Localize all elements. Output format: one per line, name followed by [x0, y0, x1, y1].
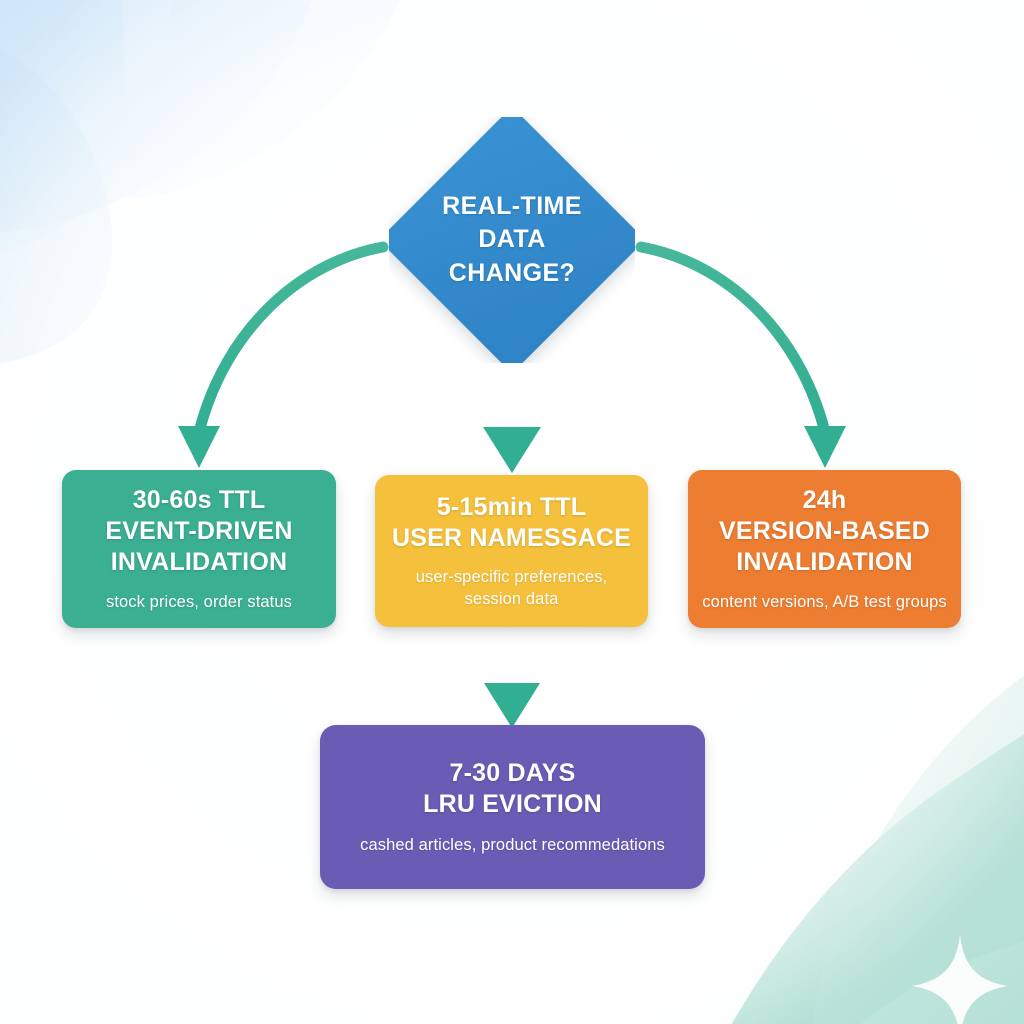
connector-decision-to-user-namespace — [483, 368, 541, 473]
decision-node-real-time-data-change[interactable]: REAL-TIME DATA CHANGE? — [389, 117, 635, 363]
connector-user-namespace-to-lru-eviction — [484, 633, 540, 728]
node-event-driven-headline: 30-60s TTL EVENT-DRIVEN INVALIDATION — [105, 485, 292, 579]
node-user-namespace-ttl: 5-15min TTL — [436, 492, 587, 521]
decision-label-line-2: DATA — [478, 225, 546, 254]
node-user-namespace-examples-line-2: session data — [464, 589, 559, 608]
node-event-driven-ttl: 30-60s TTL — [132, 485, 266, 514]
node-user-namespace-strategy-line-1: USER NAMESSACE — [392, 524, 631, 553]
diamond-shape — [389, 117, 635, 363]
decision-label-line-3: CHANGE? — [448, 258, 576, 287]
node-version-based-examples: content versions, A/B test groups — [702, 592, 947, 611]
node-lru-eviction-ttl: 7-30 DAYS — [449, 759, 576, 788]
sparkle-icon — [912, 935, 1008, 1024]
node-version-based-headline: 24h VERSION-BASED INVALIDATION — [719, 485, 930, 579]
node-event-driven-invalidation[interactable]: 30-60s TTL EVENT-DRIVEN INVALIDATION sto… — [62, 470, 336, 628]
node-version-based-ttl: 24h — [802, 485, 847, 514]
connector-decision-to-event-driven — [178, 241, 389, 468]
node-event-driven-examples: stock prices, order status — [105, 592, 292, 611]
connector-decision-to-version-based — [635, 241, 846, 468]
decision-label-line-1: REAL-TIME — [442, 192, 582, 221]
node-lru-eviction-headline: 7-30 DAYS LRU EVICTION — [423, 758, 602, 821]
node-version-based-invalidation[interactable]: 24h VERSION-BASED INVALIDATION content v… — [688, 470, 961, 628]
decision-node-label: REAL-TIME DATA CHANGE? — [389, 117, 635, 363]
node-user-namespace-examples: user-specific preferences, session data — [416, 567, 608, 610]
node-event-driven-strategy-line-1: EVENT-DRIVEN — [105, 517, 293, 546]
node-user-namespace[interactable]: 5-15min TTL USER NAMESSACE user-specific… — [375, 475, 648, 627]
node-version-based-strategy-line-2: INVALIDATION — [736, 548, 913, 577]
node-lru-eviction-strategy-line-1: LRU EVICTION — [423, 790, 602, 819]
node-lru-eviction-examples: cashed articles, product recommedations — [360, 835, 665, 854]
node-user-namespace-examples-line-1: user-specific preferences, — [415, 568, 608, 587]
node-user-namespace-headline: 5-15min TTL USER NAMESSACE — [392, 492, 631, 555]
node-event-driven-strategy-line-2: INVALIDATION — [110, 548, 288, 577]
node-lru-eviction[interactable]: 7-30 DAYS LRU EVICTION cashed articles, … — [320, 725, 705, 889]
node-version-based-strategy-line-1: VERSION-BASED — [719, 517, 930, 546]
